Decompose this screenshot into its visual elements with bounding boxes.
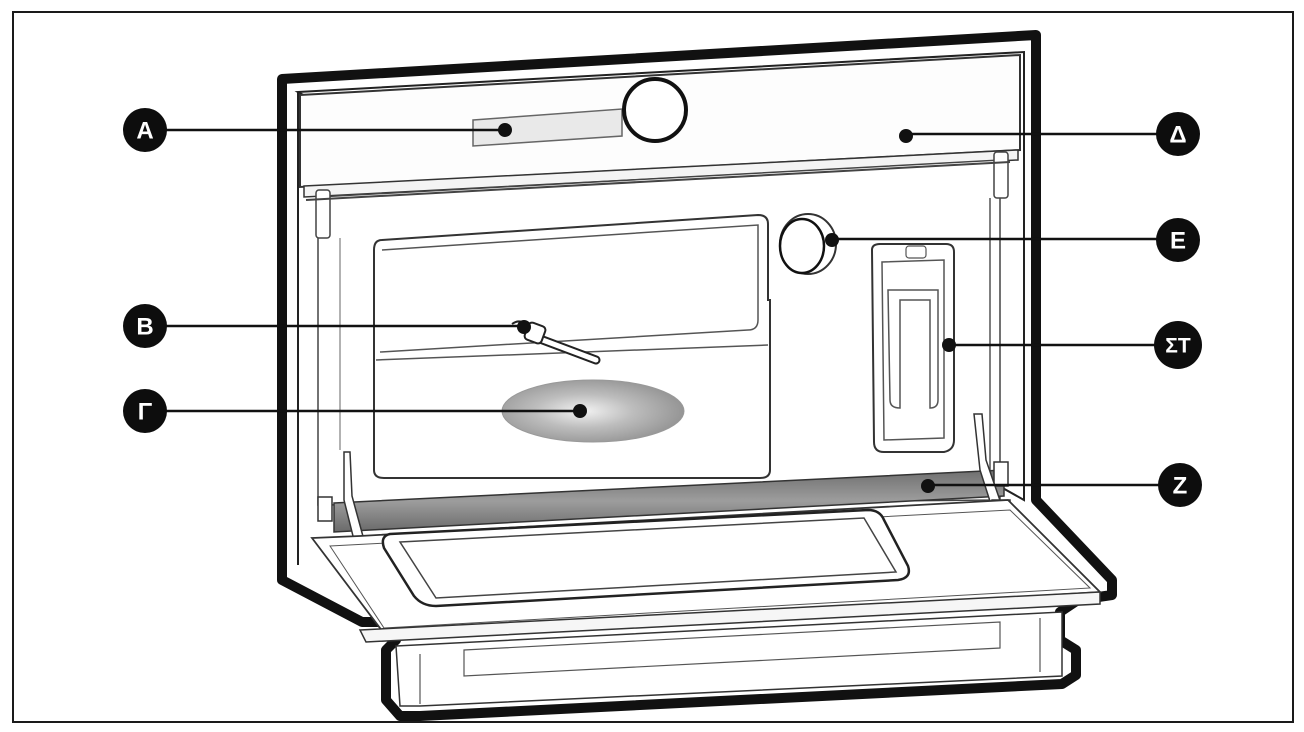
target-dot-ST <box>942 338 956 352</box>
callout-label-ST: ΣΤ <box>1165 335 1191 358</box>
callout-Z: Z <box>1158 463 1202 507</box>
target-dot-B <box>517 320 531 334</box>
temperature-probe <box>511 320 601 365</box>
callout-label-A: A <box>136 118 153 145</box>
target-dot-E <box>825 233 839 247</box>
control-panel <box>299 53 1021 198</box>
callout-B: B <box>123 304 167 348</box>
callout-E: E <box>1156 218 1200 262</box>
target-dot-A <box>498 123 512 137</box>
callouts: A B Γ Δ E ΣΤ Z <box>123 108 1202 507</box>
callout-label-G: Γ <box>138 399 153 426</box>
water-reservoir <box>870 243 955 453</box>
callout-D: Δ <box>1156 112 1200 156</box>
callout-A: A <box>123 108 167 152</box>
callout-label-Z: Z <box>1173 473 1188 500</box>
leader-lines <box>166 123 1160 493</box>
oven-door <box>310 499 1103 707</box>
callout-label-E: E <box>1170 228 1186 255</box>
target-dot-D <box>899 129 913 143</box>
target-dot-G <box>573 404 587 418</box>
callout-label-B: B <box>136 314 153 341</box>
drip-bar <box>317 413 1011 559</box>
target-dot-Z <box>921 479 935 493</box>
callout-ST: ΣΤ <box>1154 321 1202 369</box>
callout-G: Γ <box>123 389 167 433</box>
control-knob <box>622 77 688 143</box>
display-window <box>472 108 623 147</box>
callout-label-D: Δ <box>1169 122 1186 149</box>
